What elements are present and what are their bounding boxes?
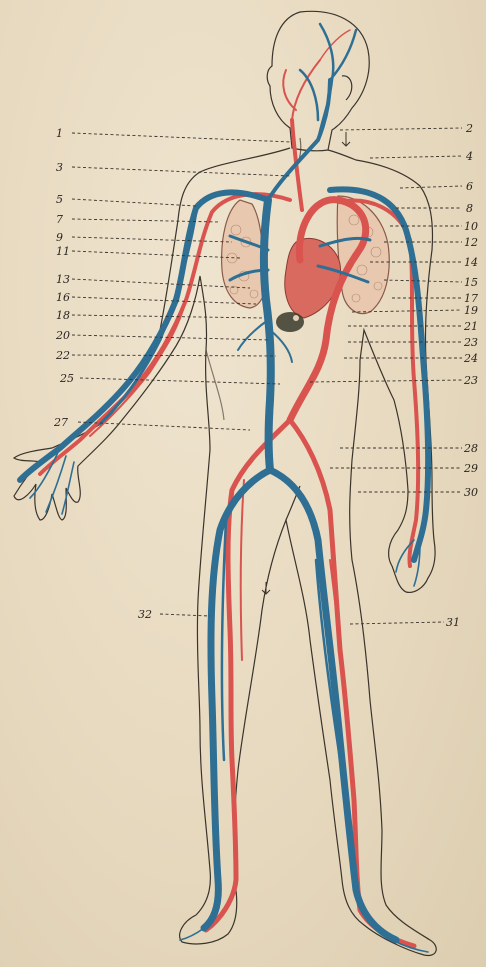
right-lung	[222, 200, 267, 308]
label-29: 29	[463, 462, 478, 475]
facial-artery	[283, 60, 320, 120]
label-3: 3	[56, 161, 63, 174]
label-32: 32	[138, 608, 152, 621]
hand-veins	[30, 448, 74, 514]
body-outline	[14, 11, 436, 955]
label-1: 1	[56, 127, 63, 140]
label-4: 4	[465, 150, 473, 163]
label-15: 15	[464, 276, 478, 289]
ear-outline	[342, 76, 352, 100]
labels-right: 2 4 6 8 10 12 14 15 17 19 21 23 24 23 28…	[446, 122, 478, 629]
label-10: 10	[464, 220, 478, 233]
label-19: 19	[464, 304, 478, 317]
label-30: 30	[464, 486, 478, 499]
label-20: 20	[55, 329, 70, 342]
label-12: 12	[464, 236, 478, 249]
label-22: 22	[55, 349, 70, 362]
label-24: 24	[463, 352, 478, 365]
label-25: 25	[59, 372, 74, 385]
label-5: 5	[56, 193, 63, 206]
label-31: 31	[446, 616, 460, 629]
label-13: 13	[56, 273, 70, 286]
label-7: 7	[56, 213, 63, 226]
label-18: 18	[56, 309, 70, 322]
label-2: 2	[465, 122, 473, 135]
arterial-system	[40, 30, 418, 946]
label-6: 6	[466, 180, 473, 193]
venous-system	[20, 24, 428, 952]
liver-mark	[276, 312, 304, 332]
label-11: 11	[56, 245, 70, 258]
label-27: 27	[53, 416, 68, 429]
label-16: 16	[56, 291, 70, 304]
waist-line	[206, 350, 224, 420]
right-arm-vein-2	[100, 212, 196, 424]
label-21: 21	[463, 320, 478, 333]
label-23b: 23	[463, 374, 478, 387]
label-14: 14	[464, 256, 478, 269]
label-9: 9	[56, 231, 63, 244]
label-28: 28	[463, 442, 478, 455]
label-23a: 23	[463, 336, 478, 349]
label-8: 8	[466, 202, 473, 215]
superior-vena-cava	[264, 200, 271, 470]
